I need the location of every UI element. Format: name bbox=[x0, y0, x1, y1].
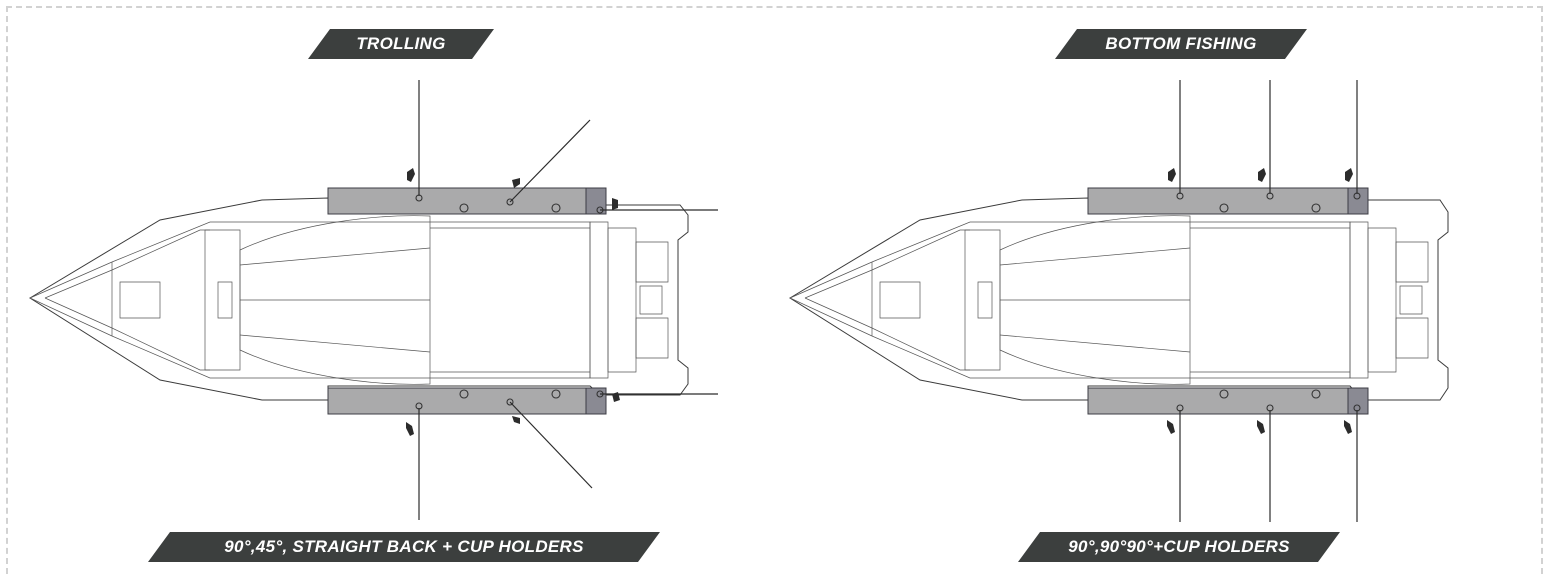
bottom-fishing-title-label: BOTTOM FISHING bbox=[1055, 29, 1307, 59]
trolling-title-label: TROLLING bbox=[308, 29, 494, 59]
trolling-cup-holders bbox=[459, 203, 561, 399]
bottom-fishing-cup-holders bbox=[1219, 203, 1321, 399]
trolling-bottom-rail bbox=[327, 387, 607, 415]
bottom-fishing-hull bbox=[789, 197, 1449, 401]
dashed-frame bbox=[6, 6, 1543, 574]
trolling-hull bbox=[29, 197, 689, 401]
bottom-fishing-bottom-rail bbox=[1087, 387, 1369, 415]
bottom-fishing-rods bbox=[1167, 80, 1358, 522]
trolling-fishing-rods bbox=[406, 80, 718, 520]
trolling-caption-label: 90°,45°, STRAIGHT BACK + CUP HOLDERS bbox=[148, 532, 660, 562]
bottom-fishing-top-rail bbox=[1087, 187, 1369, 215]
bottom-fishing-caption-label: 90°,90°90°+CUP HOLDERS bbox=[1018, 532, 1340, 562]
